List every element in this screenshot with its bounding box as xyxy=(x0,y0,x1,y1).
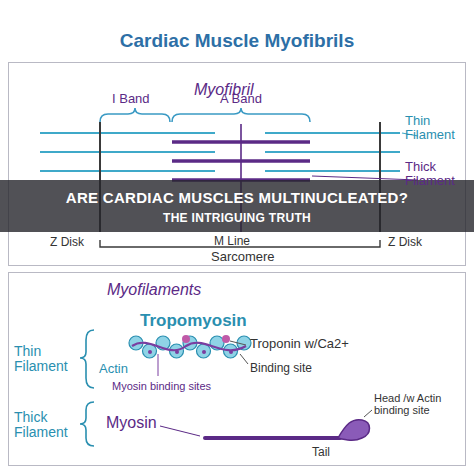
binding-site-label: Binding site xyxy=(250,362,312,375)
filament-label: Thin Filament xyxy=(14,344,78,375)
panel-box: Myofilaments xyxy=(8,272,466,466)
band-label: A Band xyxy=(220,92,262,106)
tropomyosin-label: Tropomyosin xyxy=(140,312,247,331)
banner: ARE CARDIAC MUSCLES MULTINUCLEATED? THE I… xyxy=(0,180,474,232)
sarcomere-label: Sarcomere xyxy=(208,250,278,264)
panel-heading: Myofilaments xyxy=(107,281,201,299)
z-disk-label: Z Disk xyxy=(50,236,84,249)
myosin-label: Myosin xyxy=(106,414,157,432)
myofilament-drawing xyxy=(80,330,372,446)
actin-label: Actin xyxy=(96,362,131,376)
filament-label: Thick Filament xyxy=(14,410,78,441)
band-label: I Band xyxy=(112,92,150,106)
filament-label: Thin Filament xyxy=(405,114,467,143)
title: Cardiac Muscle Myofibrils xyxy=(0,30,474,52)
filament-label: Thick Filament xyxy=(405,160,467,189)
myosin-head-label: Head /w Actin binding site xyxy=(374,392,462,416)
banner-subline: THE INTRIGUING TRUTH xyxy=(0,211,474,225)
m-line-label: M Line xyxy=(214,235,250,248)
tail-label: Tail xyxy=(312,446,330,459)
binding-sites-label: Myosin binding sites xyxy=(112,380,211,392)
troponin-label: Troponin w/Ca2+ xyxy=(250,337,349,351)
z-disk-label: Z Disk xyxy=(388,236,422,249)
banner-headline: ARE CARDIAC MUSCLES MULTINUCLEATED? xyxy=(0,189,474,206)
